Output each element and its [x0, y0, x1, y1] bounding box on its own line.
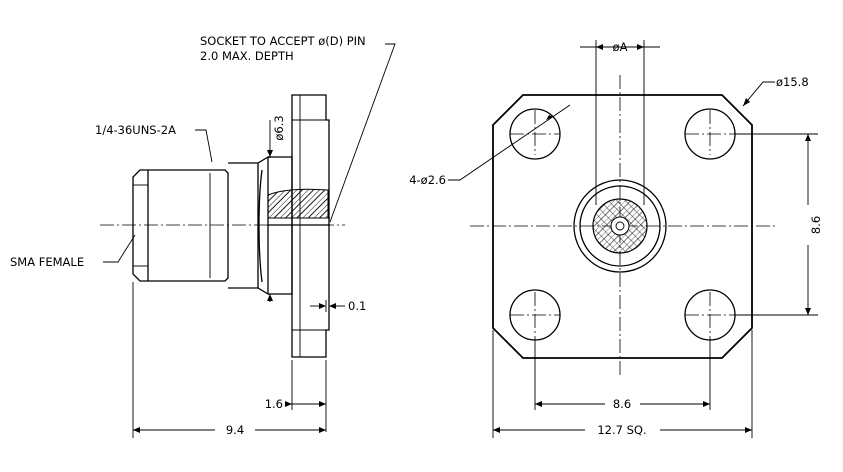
dim-12-7-sq: 12.7 SQ. — [492, 330, 753, 438]
dim-8-6-horizontal: 8.6 — [534, 340, 711, 411]
dim-1-6-label: 1.6 — [265, 397, 283, 411]
dim-8-6-v-label: 8.6 — [809, 216, 823, 234]
dim-9-4: 9.4 — [132, 282, 326, 438]
flange — [291, 94, 330, 358]
front-nut — [132, 169, 229, 282]
holes-label: 4-ø2.6 — [409, 173, 446, 187]
dia-a-label: øA — [613, 40, 628, 54]
flange-outline — [492, 94, 753, 359]
dia-6-3-label: ø6.3 — [272, 115, 286, 140]
dim-0-1-label: 0.1 — [348, 299, 366, 313]
dim-dia-6-3: ø6.3 — [267, 115, 286, 302]
dim-12-7-label: 12.7 SQ. — [597, 423, 646, 437]
dim-1-6: 1.6 — [265, 360, 327, 432]
sma-female-label: SMA FEMALE — [10, 255, 84, 269]
socket-label-line1: SOCKET TO ACCEPT ø(D) PIN — [200, 34, 366, 48]
mount-hole-tl — [509, 108, 561, 160]
dim-8-6-h-label: 8.6 — [613, 397, 631, 411]
insulator-section — [267, 188, 329, 219]
outer-body-circle — [573, 179, 667, 273]
dim-9-4-label: 9.4 — [226, 423, 244, 437]
dim-8-6-vertical: 8.6 — [735, 133, 823, 316]
front-view: øA ø15.8 4-ø2.6 8.6 8.6 — [409, 40, 823, 438]
dim-0-1: 0.1 — [310, 299, 366, 313]
side-view: SOCKET TO ACCEPT ø(D) PIN 2.0 MAX. DEPTH… — [10, 34, 396, 438]
thread-label: 1/4-36UNS-2A — [95, 123, 176, 137]
socket-label-line2: 2.0 MAX. DEPTH — [200, 49, 294, 63]
dim-dia-a: øA — [580, 40, 660, 205]
dia-15-8-label: ø15.8 — [776, 75, 809, 89]
